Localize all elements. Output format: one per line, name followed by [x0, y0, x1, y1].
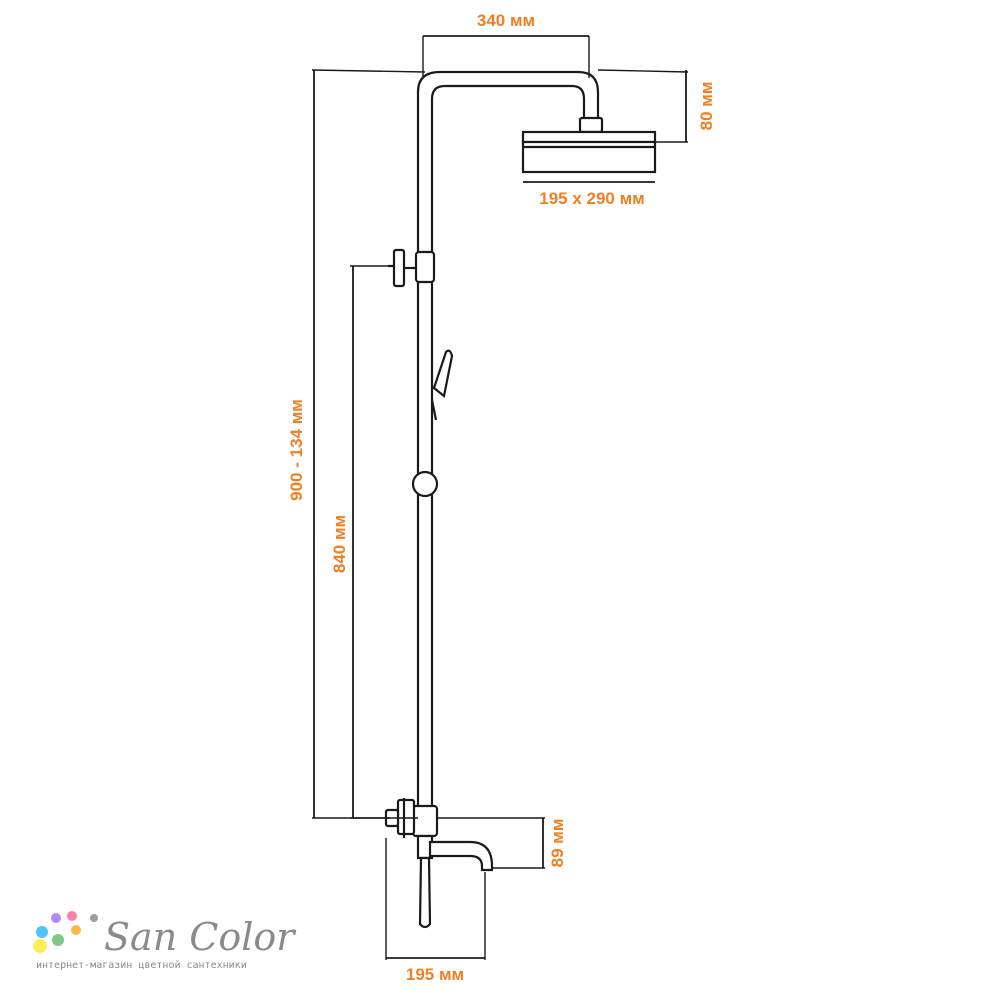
label-top-arm-width: 340 мм — [477, 11, 535, 30]
logo-name: San Color — [104, 915, 297, 959]
logo-dot — [51, 913, 61, 923]
logo-dot — [71, 925, 81, 935]
logo-dot — [33, 939, 47, 953]
head-connector — [578, 116, 604, 134]
label-spout-length: 195 мм — [406, 965, 464, 984]
label-spout-height: 89 мм — [548, 819, 567, 868]
label-head-height: 80 мм — [697, 82, 716, 131]
sancolor-logo: San Color интернет-магазин цветной санте… — [33, 911, 297, 971]
logo-dot — [52, 934, 64, 946]
upper-wall-bracket — [388, 248, 436, 288]
logo-dot — [90, 914, 98, 922]
logo-dots — [33, 911, 98, 953]
bath-spout — [428, 840, 494, 872]
dimension-lines — [311, 35, 689, 960]
logo-tagline: интернет-магазин цветной сантехники — [36, 959, 247, 971]
shower-fixture — [384, 70, 657, 929]
hand-shower — [411, 349, 454, 498]
label-head-size: 195 х 290 мм — [539, 189, 645, 208]
overhead-shower-head — [521, 130, 657, 174]
label-holder-height: 840 мм — [330, 515, 349, 573]
logo-dot — [36, 926, 48, 938]
logo-dot — [67, 911, 77, 921]
vertical-riser — [416, 70, 600, 808]
diverter-lever — [416, 834, 434, 929]
label-total-height: 900 - 134 мм — [287, 399, 306, 501]
